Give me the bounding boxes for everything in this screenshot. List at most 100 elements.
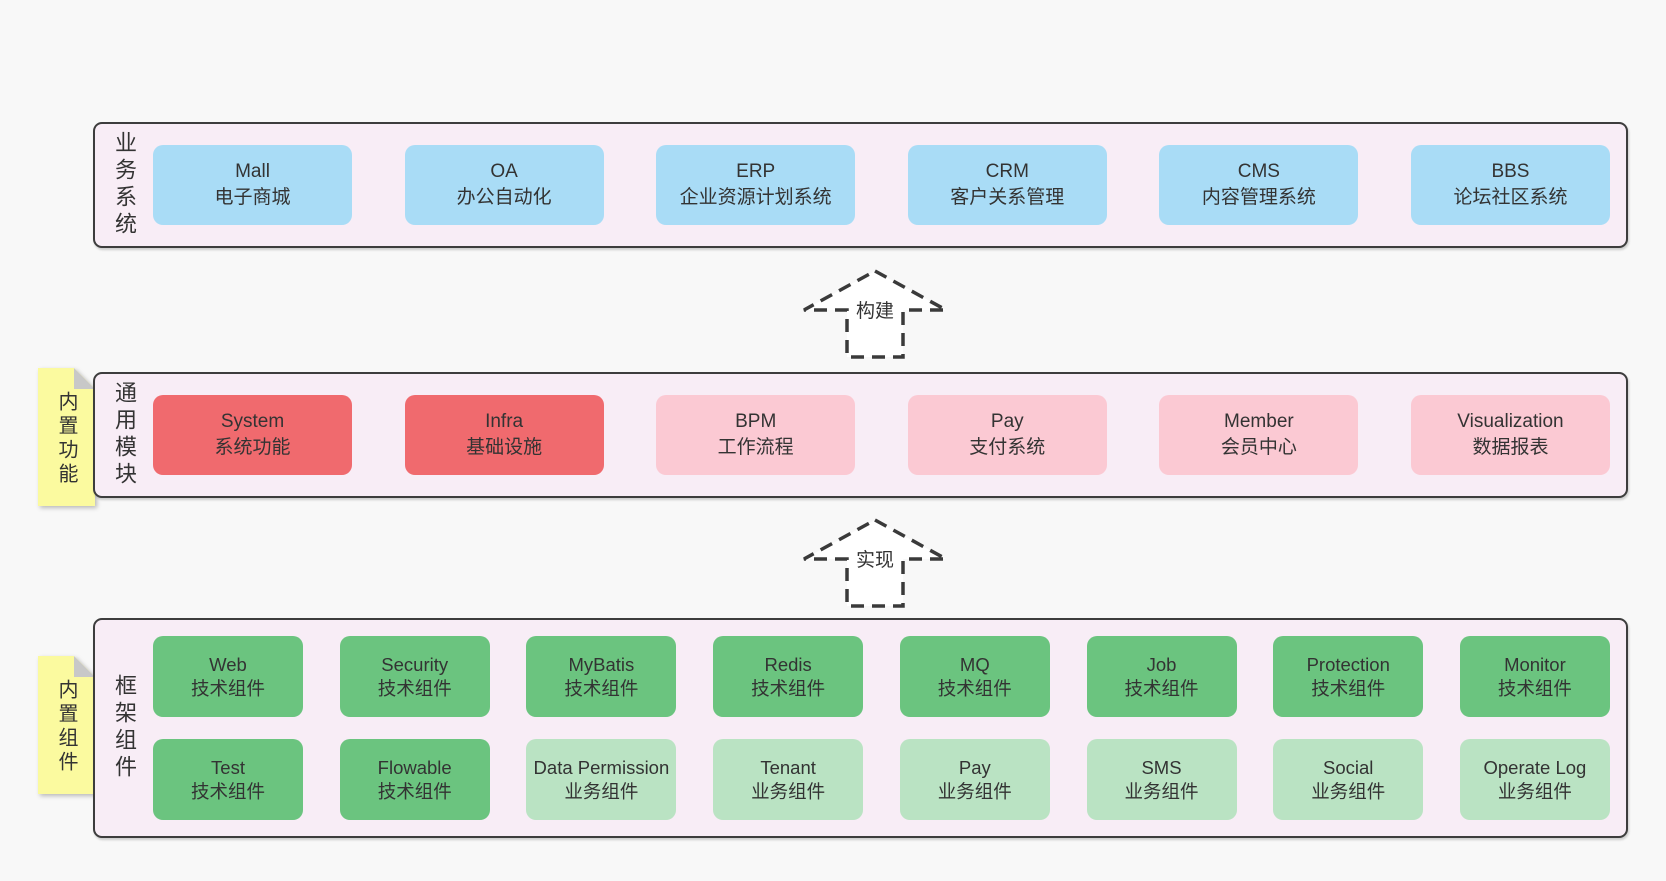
box-test: Test 技术组件: [153, 739, 303, 820]
box-pay-module: Pay 支付系统: [907, 395, 1107, 475]
box-title: CMS: [1237, 160, 1280, 182]
framework-components-boxes: Web 技术组件 Security 技术组件 MyBatis 技术组件 Redi…: [153, 620, 1626, 836]
sticky-label: 内置功能: [55, 391, 77, 487]
band-framework-components: 框架组件 Web 技术组件 Security 技术组件 MyBatis 技术组件…: [93, 618, 1628, 838]
box-title: System: [220, 410, 285, 432]
box-subtitle: 业务组件: [1124, 780, 1199, 802]
box-title: Tenant: [760, 756, 816, 778]
sticky-note-builtin-features: 内置功能: [38, 368, 95, 506]
box-social: Social 业务组件: [1273, 739, 1424, 820]
box-protection: Protection 技术组件: [1273, 636, 1424, 717]
sticky-paper: 内置组件: [38, 656, 95, 794]
box-title: BPM: [735, 410, 777, 432]
box-operate-log: Operate Log 业务组件: [1459, 739, 1610, 820]
box-system: System 系统功能: [153, 395, 352, 475]
sticky-label: 内置组件: [55, 679, 77, 775]
box-title: Protection: [1306, 653, 1390, 675]
box-subtitle: 企业资源计划系统: [679, 187, 832, 208]
box-job: Job 技术组件: [1086, 636, 1237, 717]
box-web: Web 技术组件: [153, 636, 303, 717]
sticky-paper: 内置功能: [38, 368, 95, 506]
arrow-label-build: 构建: [800, 296, 950, 323]
box-subtitle: 业务组件: [1497, 780, 1572, 802]
box-subtitle: 技术组件: [751, 677, 826, 699]
box-subtitle: 技术组件: [937, 677, 1012, 699]
box-subtitle: 支付系统: [969, 437, 1046, 458]
band-label-common-modules: 通用模块: [112, 381, 137, 489]
box-title: Monitor: [1504, 653, 1566, 675]
box-title: SMS: [1141, 756, 1182, 778]
box-subtitle: 论坛社区系统: [1453, 187, 1568, 208]
box-bpm: BPM 工作流程: [656, 395, 856, 475]
box-title: Mall: [235, 160, 270, 182]
band-common-modules: 通用模块 System 系统功能 Infra 基础设施 BPM 工作流程 Pay…: [93, 372, 1628, 498]
box-title: Security: [381, 653, 449, 675]
box-title: Visualization: [1457, 410, 1564, 432]
box-sms: SMS 业务组件: [1086, 739, 1237, 820]
box-subtitle: 业务组件: [1311, 780, 1386, 802]
box-title: OA: [490, 160, 518, 182]
sticky-note-builtin-components: 内置组件: [38, 656, 95, 794]
band-label-framework-components: 框架组件: [112, 674, 137, 782]
box-subtitle: 业务组件: [937, 780, 1012, 802]
box-pay-component: Pay 业务组件: [899, 739, 1050, 820]
box-security: Security 技术组件: [339, 636, 490, 717]
box-subtitle: 技术组件: [1311, 677, 1386, 699]
box-subtitle: 数据报表: [1472, 437, 1549, 458]
box-subtitle: 系统功能: [214, 437, 291, 458]
box-title: Operate Log: [1483, 756, 1587, 778]
box-cms: CMS 内容管理系统: [1159, 145, 1359, 225]
box-subtitle: 办公自动化: [456, 187, 552, 208]
box-subtitle: 业务组件: [564, 780, 639, 802]
common-modules-boxes: System 系统功能 Infra 基础设施 BPM 工作流程 Pay 支付系统…: [153, 374, 1626, 496]
box-infra: Infra 基础设施: [404, 395, 604, 475]
business-systems-boxes: Mall 电子商城 OA 办公自动化 ERP 企业资源计划系统 CRM 客户关系…: [153, 124, 1626, 246]
box-bbs: BBS 论坛社区系统: [1410, 145, 1610, 225]
box-title: Web: [209, 653, 247, 675]
box-title: BBS: [1491, 160, 1530, 182]
box-title: Job: [1146, 653, 1177, 675]
box-member: Member 会员中心: [1159, 395, 1359, 475]
box-mq: MQ 技术组件: [899, 636, 1050, 717]
box-monitor: Monitor 技术组件: [1459, 636, 1610, 717]
box-subtitle: 会员中心: [1220, 437, 1297, 458]
box-subtitle: 技术组件: [190, 780, 265, 802]
box-title: CRM: [985, 160, 1029, 182]
box-subtitle: 技术组件: [377, 780, 452, 802]
box-title: Pay: [990, 410, 1024, 432]
box-title: Member: [1224, 410, 1294, 432]
box-mall: Mall 电子商城: [153, 145, 352, 225]
box-title: Infra: [485, 410, 524, 432]
box-subtitle: 工作流程: [717, 437, 794, 458]
arrow-label-implement: 实现: [800, 545, 950, 572]
box-title: Social: [1323, 756, 1374, 778]
box-subtitle: 基础设施: [466, 437, 543, 458]
box-tenant: Tenant 业务组件: [713, 739, 864, 820]
box-data-permission: Data Permission 业务组件: [526, 739, 677, 820]
box-mybatis: MyBatis 技术组件: [526, 636, 677, 717]
box-title: MQ: [959, 653, 990, 675]
box-subtitle: 技术组件: [1124, 677, 1199, 699]
box-title: Flowable: [377, 756, 452, 778]
band-business-systems: 业务系统 Mall 电子商城 OA 办公自动化 ERP 企业资源计划系统 CRM…: [93, 122, 1628, 248]
box-oa: OA 办公自动化: [404, 145, 604, 225]
box-title: ERP: [736, 160, 776, 182]
box-flowable: Flowable 技术组件: [339, 739, 490, 820]
box-subtitle: 客户关系管理: [950, 187, 1065, 208]
box-title: Pay: [958, 756, 991, 778]
box-subtitle: 技术组件: [1497, 677, 1572, 699]
box-subtitle: 技术组件: [377, 677, 452, 699]
box-title: Test: [211, 756, 245, 778]
box-title: MyBatis: [568, 653, 635, 675]
box-subtitle: 业务组件: [751, 780, 826, 802]
box-title: Data Permission: [533, 756, 670, 778]
box-subtitle: 技术组件: [190, 677, 265, 699]
box-subtitle: 电子商城: [214, 187, 291, 208]
box-title: Redis: [764, 653, 812, 675]
box-visualization: Visualization 数据报表: [1410, 395, 1610, 475]
box-crm: CRM 客户关系管理: [907, 145, 1107, 225]
box-subtitle: 内容管理系统: [1201, 187, 1316, 208]
band-label-business-systems: 业务系统: [112, 131, 137, 239]
box-redis: Redis 技术组件: [713, 636, 864, 717]
box-subtitle: 技术组件: [564, 677, 639, 699]
